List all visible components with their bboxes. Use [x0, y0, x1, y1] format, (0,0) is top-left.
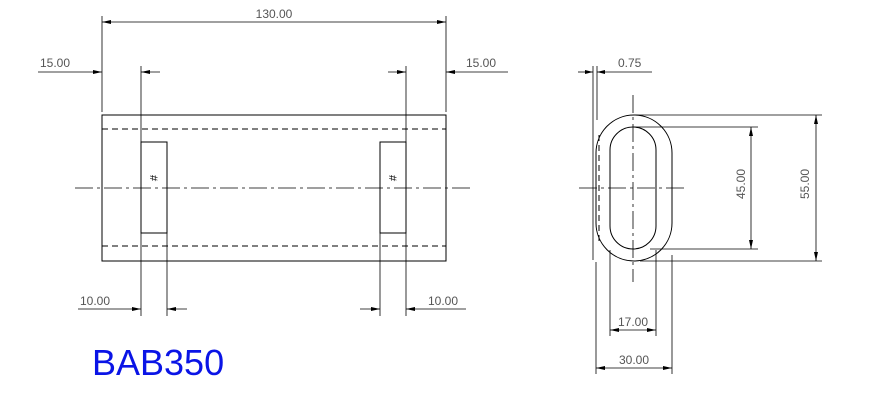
arrow-overall-left	[102, 20, 111, 24]
arrow-left-offset-b	[141, 70, 150, 74]
arrow-outer-width-right	[663, 366, 672, 370]
dim-inner-width: 17.00	[618, 315, 648, 329]
arrow-wall-b	[597, 70, 605, 74]
arrow-inner-height-bottom	[749, 240, 753, 249]
dim-outer-width: 30.00	[619, 353, 649, 367]
arrow-inner-width-right	[647, 328, 656, 332]
arrow-right-offset-b	[446, 70, 455, 74]
arrow-overall-right	[437, 20, 446, 24]
left-slot-mark: #	[147, 175, 159, 182]
dim-right-offset: 15.00	[466, 56, 496, 70]
part-number-title: BAB350	[92, 342, 224, 383]
dim-inner-height: 45.00	[734, 169, 748, 199]
dim-outer-height: 55.00	[798, 169, 812, 199]
arrow-inner-height-top	[749, 127, 753, 136]
arrow-wall-a	[585, 70, 593, 74]
dim-right-slot-width: 10.00	[428, 294, 458, 308]
arrow-outer-height-bottom	[814, 252, 818, 261]
arrow-outer-width-left	[596, 366, 605, 370]
right-slot-mark: #	[386, 175, 398, 182]
arrow-right-slot-a	[371, 307, 380, 311]
dim-wall-thickness: 0.75	[618, 56, 642, 70]
arrow-right-slot-b	[406, 307, 415, 311]
front-view: # # 130.00 15.00 15.00 10.00	[38, 7, 508, 316]
side-view: 0.75 45.00 55.00 17.00 30.00	[578, 56, 822, 374]
arrow-outer-height-top	[814, 115, 818, 124]
left-slot	[140, 141, 168, 234]
right-slot	[379, 141, 407, 234]
dim-overall-width: 130.00	[256, 7, 293, 21]
dim-left-offset: 15.00	[40, 56, 70, 70]
arrow-right-offset-a	[397, 70, 406, 74]
arrow-left-slot-a	[132, 307, 141, 311]
arrow-left-slot-b	[167, 307, 176, 311]
arrow-inner-width-left	[610, 328, 619, 332]
dim-left-slot-width: 10.00	[80, 294, 110, 308]
arrow-left-offset-a	[93, 70, 102, 74]
